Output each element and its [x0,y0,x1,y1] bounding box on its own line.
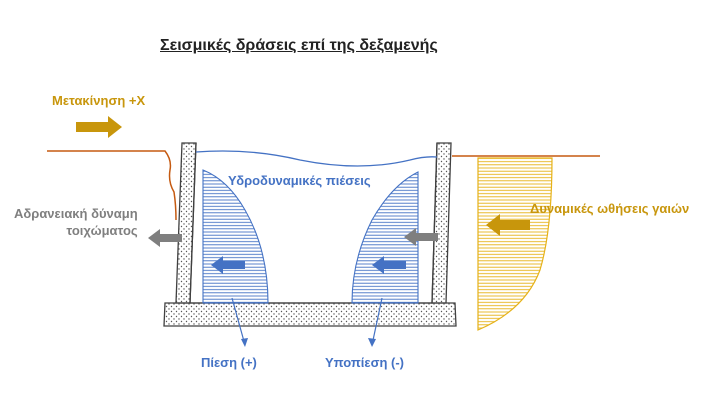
soil-pressure-label: Δυναμικές ωθήσεις γαιών [530,201,690,216]
diagram-title: Σεισμικές δράσεις επί της δεξαμενής [160,37,438,54]
inertia-label-line2: τοιχώματος [66,223,138,238]
water-surface [195,150,438,167]
suction-label: Υποπίεση (-) [325,355,405,370]
inertia-arrow-right [404,228,438,246]
pressure-label: Πίεση (+) [201,355,257,370]
inertia-label-line1: Αδρανειακή δύναμη [14,206,138,221]
pressure-arrow-left [211,256,245,274]
tank-inner-outline [189,142,438,304]
hydrodynamic-label: Υδροδυναμικές πιέσεις [228,173,371,188]
tank-base-slab [163,302,457,327]
motion-arrow [76,116,122,138]
suction-pointer [371,297,383,346]
pressure-pointer [231,297,246,346]
ground-line-left [47,150,177,221]
hydrodynamic-pressure-left [202,169,269,304]
inertia-label: Αδρανειακή δύναμη τοιχώματος [14,205,138,239]
inertia-arrow-left [148,229,182,247]
soil-pressure-diagram [477,157,553,331]
soil-arrow [486,214,530,236]
pressure-arrow-right [372,256,406,274]
motion-label: Μετακίνηση +Χ [52,93,146,108]
hydrodynamic-pressure-right [351,171,419,304]
